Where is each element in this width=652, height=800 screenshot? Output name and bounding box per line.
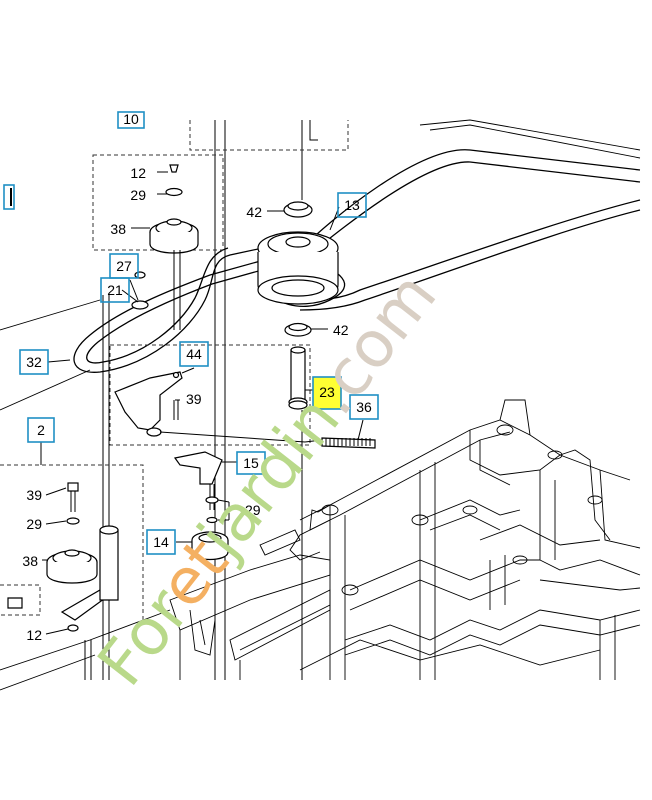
callout-29-top: 29 xyxy=(130,187,146,203)
callout-44: 44 xyxy=(186,346,202,362)
idler-group-10 xyxy=(92,120,349,680)
chassis-frame xyxy=(169,399,641,680)
callout-42-bottom: 42 xyxy=(333,322,349,338)
callout-10: 10 xyxy=(123,111,139,127)
callout-21: 21 xyxy=(107,282,123,298)
callout-42-top: 42 xyxy=(246,204,262,220)
pulley-13 xyxy=(257,201,339,410)
callout-15: 15 xyxy=(243,455,259,471)
idler-14 xyxy=(173,451,229,561)
deck-plate xyxy=(0,119,641,691)
callout-29-right: 29 xyxy=(245,502,261,518)
callout-27: 27 xyxy=(116,258,132,274)
bracket-44 xyxy=(109,344,376,449)
callout-12-left: 12 xyxy=(26,627,42,643)
callout-32: 32 xyxy=(26,354,42,370)
callout-38-top: 38 xyxy=(110,221,126,237)
callout-36: 36 xyxy=(356,399,372,415)
leader-lines xyxy=(40,171,364,635)
callout-13: 13 xyxy=(344,197,360,213)
idler-group-2 xyxy=(0,464,144,680)
callout-14: 14 xyxy=(153,534,169,550)
callout-23: 23 xyxy=(319,384,335,400)
callout-12-top: 12 xyxy=(130,165,146,181)
callout-39-left: 39 xyxy=(26,487,42,503)
callout-2: 2 xyxy=(37,422,45,438)
watermark-text: Foretjardin.com xyxy=(84,259,451,700)
callout-39-mid: 39 xyxy=(186,391,202,407)
watermark-logo: Foretjardin.com xyxy=(84,259,451,700)
callout-29-left: 29 xyxy=(26,516,42,532)
callout-labels: 10 12 29 38 42 13 27 21 42 32 44 39 23 3… xyxy=(3,111,379,643)
callout-38-left: 38 xyxy=(22,553,38,569)
